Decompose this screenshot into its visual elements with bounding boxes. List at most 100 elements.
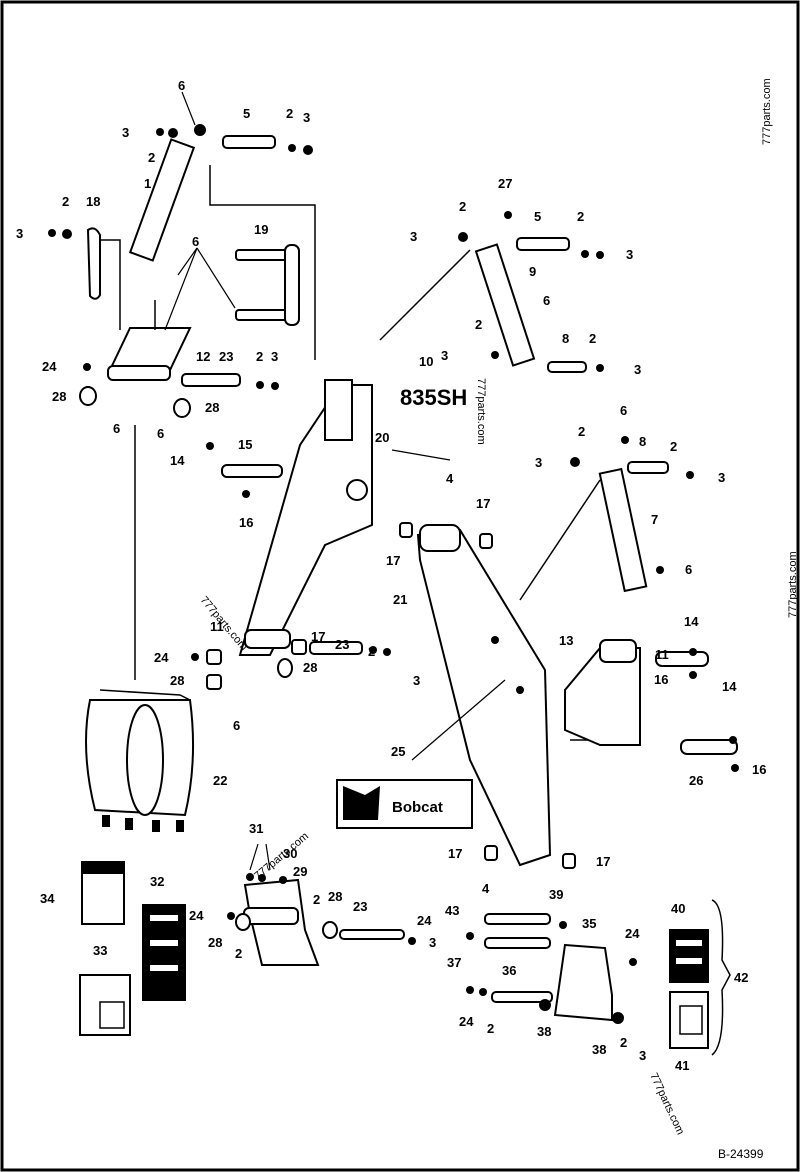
coupler-35 (553, 943, 613, 1022)
cylinder-7 (598, 467, 648, 593)
callout-2: 2 (487, 1021, 494, 1036)
bushing-28 (277, 658, 293, 678)
callout-27: 27 (498, 176, 512, 191)
frame-12 (108, 327, 192, 371)
callout-2: 2 (148, 150, 155, 165)
washer-2 (62, 229, 72, 239)
bolt-31 (246, 873, 254, 881)
callout-3: 3 (16, 226, 23, 241)
callout-16: 16 (654, 672, 668, 687)
callout-43: 43 (445, 903, 459, 918)
washer-2 (168, 128, 178, 138)
bracket-19-assembly (235, 244, 300, 326)
callout-2: 2 (235, 946, 242, 961)
pin-11 (655, 651, 709, 667)
zerk-24 (83, 363, 91, 371)
bucket-22-side (126, 704, 164, 816)
callout-2: 2 (368, 644, 375, 659)
callout-28: 28 (303, 660, 317, 675)
cylinder-9-assembly (458, 211, 604, 373)
callout-16: 16 (239, 515, 253, 530)
callout-24: 24 (625, 926, 640, 941)
pin-5 (516, 237, 570, 251)
callout-5: 5 (534, 209, 541, 224)
boom-20-lower-tube (244, 629, 291, 649)
callout-8: 8 (562, 331, 569, 346)
callout-28: 28 (52, 389, 66, 404)
bushing-28 (206, 674, 222, 690)
callout-1: 1 (144, 176, 151, 191)
nut-16 (689, 671, 697, 679)
callout-2: 2 (286, 106, 293, 121)
bolt-14 (206, 442, 214, 450)
callout-17: 17 (386, 553, 400, 568)
lower-boom-pin-assembly (191, 639, 391, 690)
callout-3: 3 (718, 470, 725, 485)
bracket-13-boss (599, 639, 637, 663)
bolt-14 (729, 736, 737, 744)
callout-3: 3 (634, 362, 641, 377)
washer-2 (256, 381, 264, 389)
callout-35: 35 (582, 916, 596, 931)
callout-23: 23 (335, 637, 349, 652)
bushing-28 (79, 386, 97, 406)
callout-10: 10 (419, 354, 433, 369)
callout-3: 3 (639, 1048, 646, 1063)
reference-code: B-24399 (718, 1147, 764, 1161)
callout-2: 2 (670, 439, 677, 454)
callout-17: 17 (448, 846, 462, 861)
bolt-3 (156, 128, 164, 136)
pin-8 (547, 361, 587, 373)
callout-37: 37 (447, 955, 461, 970)
callout-3: 3 (122, 125, 129, 140)
callout-24: 24 (417, 913, 432, 928)
callout-3: 3 (429, 935, 436, 950)
watermark: 777parts.com (198, 594, 250, 653)
callout-4: 4 (482, 881, 490, 896)
callout-11: 11 (655, 647, 669, 662)
link-18 (86, 227, 101, 300)
callout-17: 17 (476, 496, 490, 511)
callout-7: 7 (651, 512, 658, 527)
pin-23 (339, 929, 405, 940)
callout-9: 9 (529, 264, 536, 279)
dipper-arm-21-top-tube (419, 524, 461, 552)
cylinder-1 (128, 138, 196, 262)
callout-4: 4 (446, 471, 454, 486)
callout-38: 38 (537, 1024, 551, 1039)
bushing-28 (235, 913, 251, 931)
pin-26 (680, 739, 738, 755)
callout-5: 5 (243, 106, 250, 121)
callout-2: 2 (475, 317, 482, 332)
boom-20 (238, 379, 373, 656)
bushing-17 (399, 522, 413, 538)
callout-20: 20 (375, 430, 389, 445)
bolt-3 (271, 382, 279, 390)
fitting-6 (194, 124, 206, 136)
bushing-17 (291, 639, 307, 655)
callout-14: 14 (684, 614, 699, 629)
boom-20-bore (346, 479, 368, 501)
callout-11: 11 (210, 619, 224, 634)
callout-13: 13 (559, 633, 573, 648)
callout-32: 32 (150, 874, 164, 889)
decal-40 (669, 929, 709, 983)
callout-14: 14 (722, 679, 737, 694)
zerk-24 (227, 912, 235, 920)
callout-labels: 6 5 2 3 3 2 1 2 18 3 6 19 12 23 2 3 24 2… (16, 78, 766, 1073)
callout-42: 42 (734, 970, 748, 985)
callout-3: 3 (410, 229, 417, 244)
callout-3: 3 (535, 455, 542, 470)
callout-2: 2 (256, 349, 263, 364)
pin-36 (491, 991, 553, 1003)
callout-3: 3 (303, 110, 310, 125)
model-decal-835sh: 835SH (400, 385, 467, 410)
cylinder-1-assembly (128, 124, 313, 262)
nut-16 (731, 764, 739, 772)
callout-2: 2 (459, 199, 466, 214)
callout-14: 14 (170, 453, 185, 468)
callout-19: 19 (254, 222, 268, 237)
callout-30: 30 (283, 846, 297, 861)
bucket-22 (85, 689, 195, 832)
